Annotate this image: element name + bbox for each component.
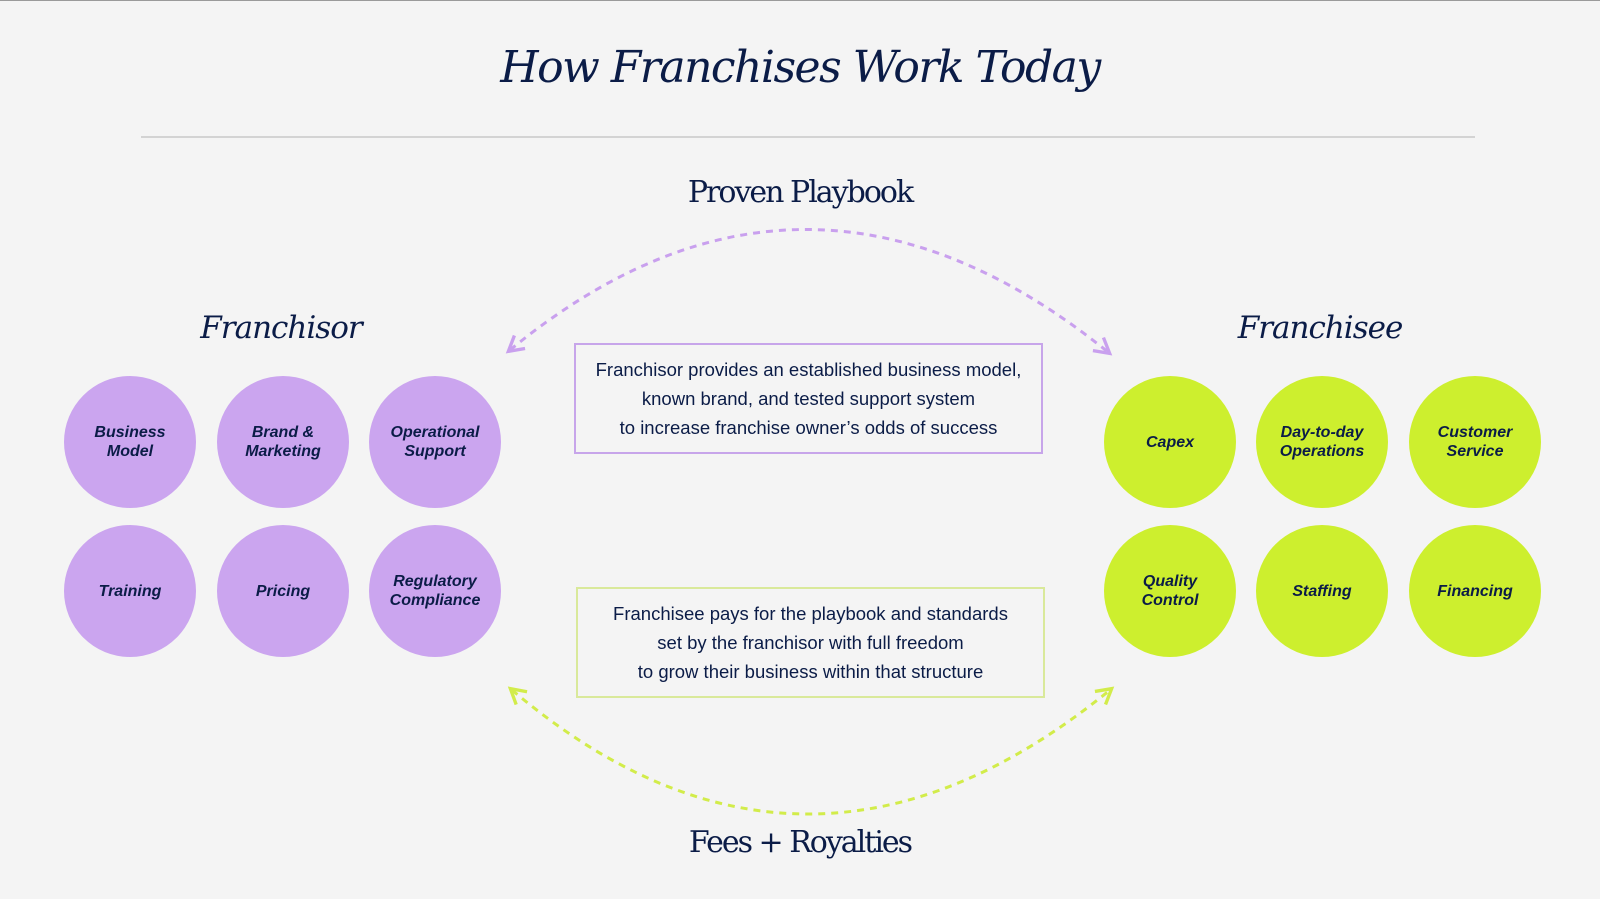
franchisee-capex: Capex xyxy=(1104,376,1236,508)
franchisor-title: Franchisor xyxy=(200,310,362,346)
page-title: How Franchises Work Today xyxy=(500,42,1101,93)
proven-playbook-label: Proven Playbook xyxy=(687,175,914,210)
franchisor-training: Training xyxy=(64,525,196,657)
franchisor-provides-note: Franchisor provides an established busin… xyxy=(574,343,1043,454)
franchisor-operational-support: Operational Support xyxy=(369,376,501,508)
fees-royalties-arrow xyxy=(507,686,1115,816)
fees-royalties-label: Fees + Royalties xyxy=(688,825,913,860)
franchisor-pricing: Pricing xyxy=(217,525,349,657)
franchisor-regulatory-compliance: Regulatory Compliance xyxy=(369,525,501,657)
title-divider xyxy=(141,136,1475,138)
franchisee-staffing: Staffing xyxy=(1256,525,1388,657)
franchisee-pays-note: Franchisee pays for the playbook and sta… xyxy=(576,587,1045,698)
proven-playbook-arrow xyxy=(505,228,1113,356)
franchisee-title: Franchisee xyxy=(1237,310,1404,346)
franchisee-quality-control: Quality Control xyxy=(1104,525,1236,657)
franchisee-day-to-day-operations: Day-to-day Operations xyxy=(1256,376,1388,508)
franchisor-brand-marketing: Brand & Marketing xyxy=(217,376,349,508)
top-border xyxy=(0,0,1600,1)
franchisee-customer-service: Customer Service xyxy=(1409,376,1541,508)
franchisor-business-model: Business Model xyxy=(64,376,196,508)
franchisee-financing: Financing xyxy=(1409,525,1541,657)
